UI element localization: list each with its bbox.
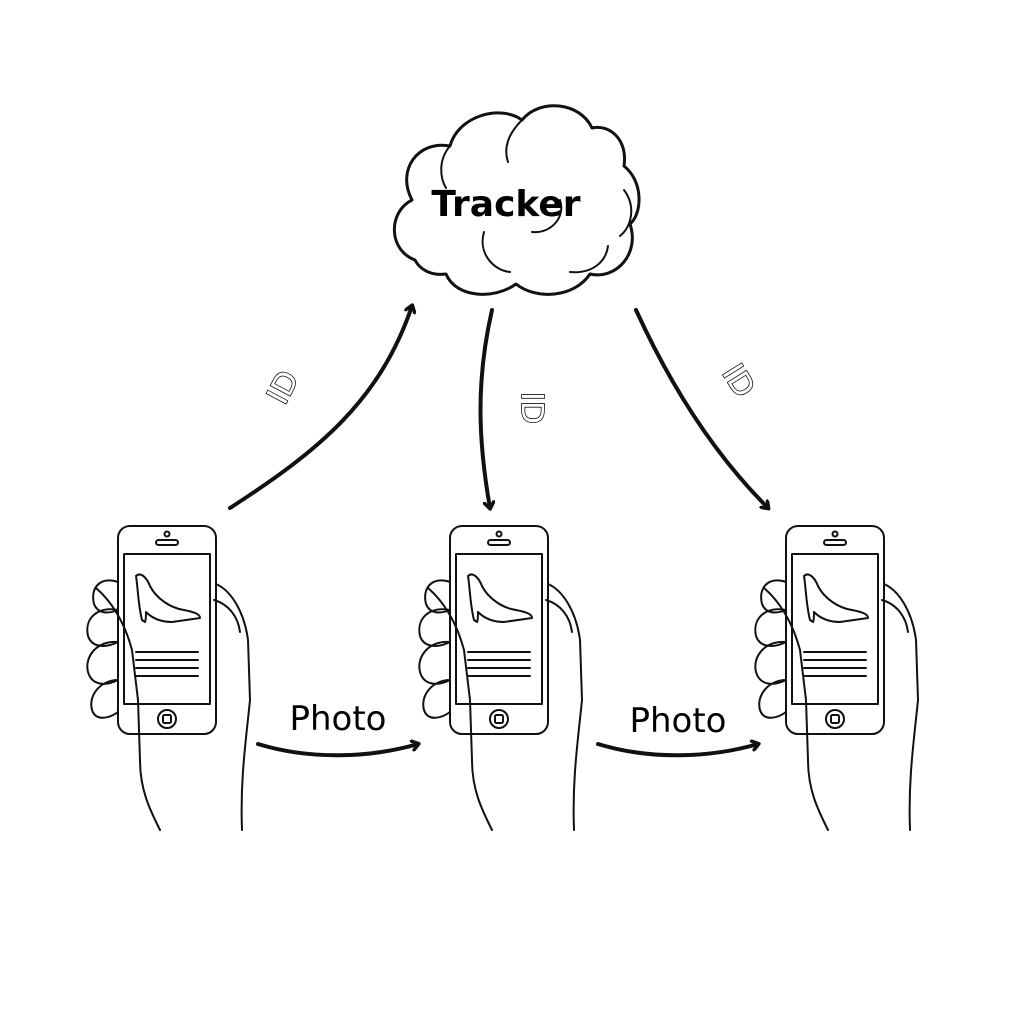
photo-label-phone1-to-phone2: Photo — [290, 699, 387, 739]
arrow-phone1-to-phone2 — [256, 744, 418, 758]
id-label-phone1-to-tracker: ID — [261, 365, 307, 410]
id-label-tracker-to-phone3: ID — [715, 358, 762, 404]
id-label-tracker-to-phone2: ID — [514, 392, 549, 424]
arrow-phone2-to-phone3 — [596, 744, 758, 758]
tracker-label: Tracker — [431, 184, 580, 225]
phone-middle — [418, 525, 583, 831]
phone-receiver — [754, 525, 919, 831]
cloud-icon — [392, 104, 641, 296]
arrow-phone1-to-tracker — [228, 306, 412, 510]
arrow-tracker-to-phone2 — [478, 308, 493, 508]
photo-label-phone2-to-phone3: Photo — [630, 701, 727, 741]
phone-sender — [86, 525, 251, 831]
arrow-tracker-to-phone3 — [634, 308, 768, 508]
